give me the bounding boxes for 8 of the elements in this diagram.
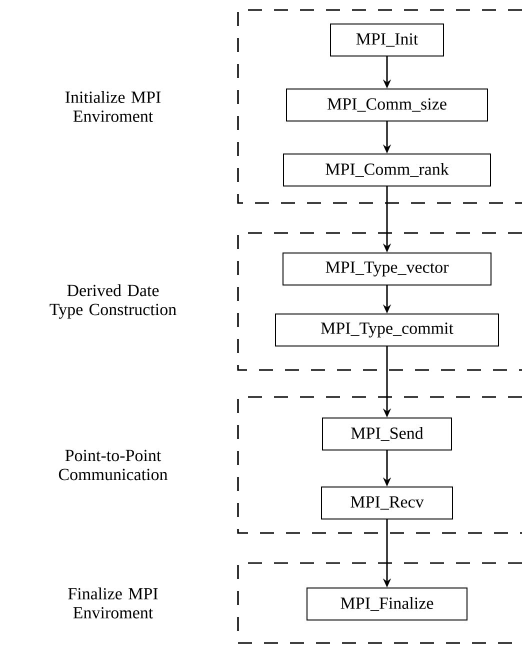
process-box: MPI_Recv — [321, 486, 453, 520]
process-box: MPI_Comm_rank — [283, 154, 491, 186]
process-box: MPI_Init — [330, 24, 444, 56]
process-box: MPI_Type_commit — [275, 314, 499, 346]
process-box: MPI_Comm_size — [286, 88, 488, 122]
process-box: MPI_Type_vector — [282, 252, 492, 286]
process-box: MPI_Send — [322, 418, 452, 450]
process-box: MPI_Finalize — [306, 588, 468, 620]
